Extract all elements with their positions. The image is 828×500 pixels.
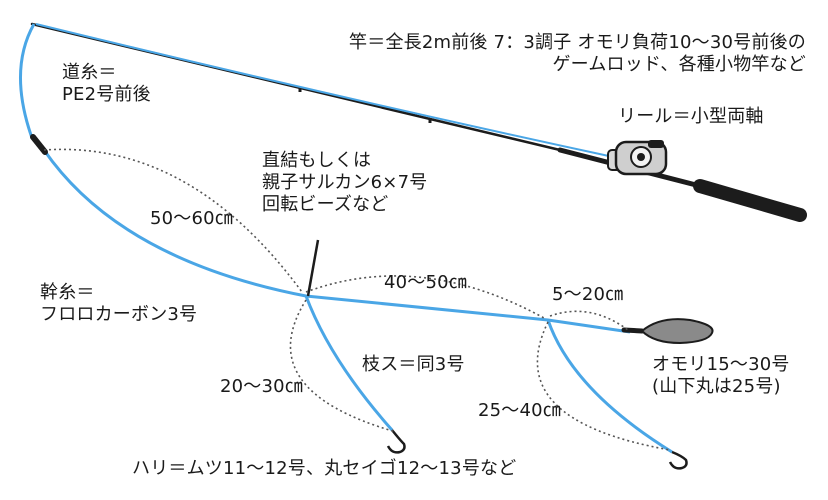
connector-line: 親子サルカン6×7号 xyxy=(262,172,428,193)
sinker-note: (山下丸は25号) xyxy=(652,376,781,397)
connector-pointer xyxy=(306,239,320,297)
measurement-dotted-lines xyxy=(43,148,671,451)
reel-icon xyxy=(607,140,668,176)
connector-line: 直結もしくは xyxy=(262,150,372,171)
hook-icon xyxy=(386,429,406,454)
main-line-spec: PE2号前後 xyxy=(62,84,151,105)
sinker-icon xyxy=(621,318,714,345)
rod-spec-line: ゲームロッド、各種小物竿など xyxy=(552,54,806,75)
branch-line-1 xyxy=(304,295,394,431)
connector-line: 回転ビーズなど xyxy=(262,194,389,215)
main-line-title: 道糸＝ xyxy=(62,62,117,83)
trunk-line-label: 幹糸＝ フロロカーボン3号 xyxy=(40,282,197,326)
length-40-50-label: 40～50㎝ xyxy=(384,272,468,293)
trunk-line-spec: フロロカーボン3号 xyxy=(40,304,198,325)
rod-guide-line xyxy=(35,23,619,159)
length-50-60-label: 50～60㎝ xyxy=(150,208,234,229)
reel-label: リール＝小型両軸 xyxy=(618,106,764,127)
sinker-label: オモリ15～30号 (山下丸は25号) xyxy=(652,354,790,398)
length-20-30-label: 20～30㎝ xyxy=(220,376,304,397)
main-line-label: 道糸＝ PE2号前後 xyxy=(62,62,151,106)
main-line xyxy=(19,23,307,298)
branch-line-label: 枝ス＝同3号 xyxy=(362,354,465,375)
hook-label: ハリ＝ムツ11～12号、丸セイゴ12～13号など xyxy=(132,458,517,479)
length-25-40-label: 25～40㎝ xyxy=(478,400,562,421)
tip-swivel xyxy=(30,134,48,155)
rod-spec-label: 竿＝全長2m前後 7：3調子 オモリ負荷10～30号前後の ゲームロッド、各種小… xyxy=(212,32,806,76)
connector-label: 直結もしくは 親子サルカン6×7号 回転ビーズなど xyxy=(262,150,427,216)
branch-line-2 xyxy=(546,319,673,454)
sinker-spec: オモリ15～30号 xyxy=(652,354,790,375)
rod-spec-line: 竿＝全長2m前後 7：3調子 オモリ負荷10～30号前後の xyxy=(349,32,806,53)
trunk-line-title: 幹糸＝ xyxy=(40,282,95,303)
hook-icon xyxy=(668,450,688,470)
length-5-20-label: 5～20㎝ xyxy=(552,284,624,305)
